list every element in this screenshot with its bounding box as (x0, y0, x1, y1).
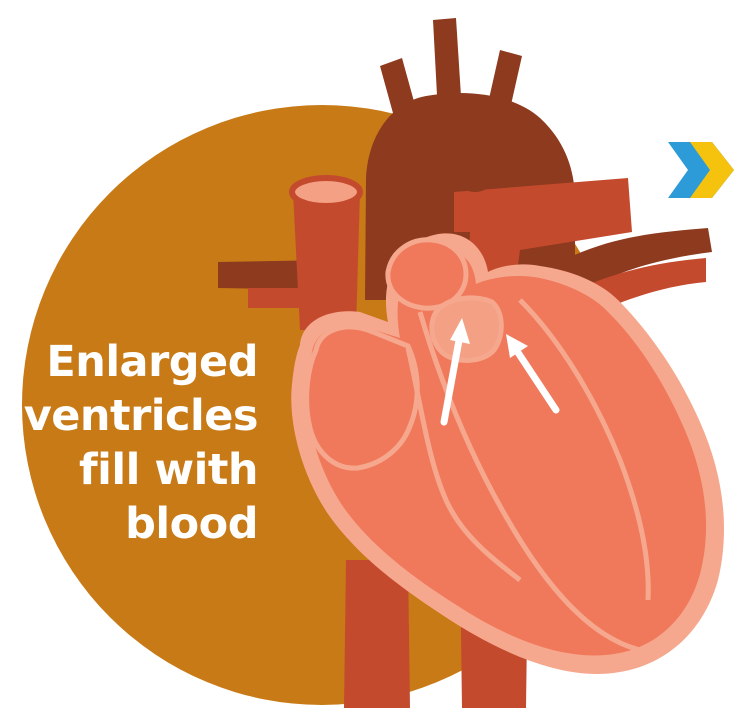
diagram-caption: Enlarged ventricles fill with blood (24, 335, 258, 551)
aorta-opening (461, 176, 489, 192)
caption-line: ventricles (24, 389, 258, 443)
chevron-right-icon[interactable] (668, 142, 736, 198)
caption-line: blood (24, 497, 258, 551)
vena-cava-opening (292, 178, 360, 206)
caption-line: Enlarged (24, 335, 258, 389)
caption-line: fill with (24, 443, 258, 497)
